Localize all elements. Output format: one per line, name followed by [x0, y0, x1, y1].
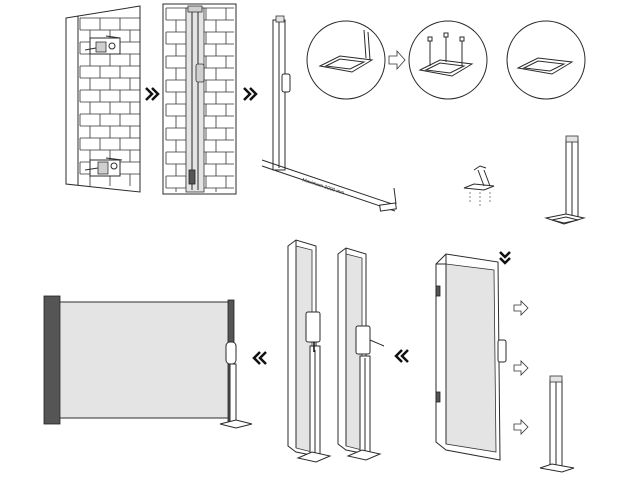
- wall-bracket-top: [84, 35, 121, 55]
- step-2-cassette-on-wall: [162, 3, 237, 195]
- step-screen-with-post-b: [337, 247, 385, 461]
- step-mount-screen-on-post: [435, 253, 507, 461]
- measurement-label: Maximum 3000 mm: [301, 177, 345, 196]
- wall-bracket-bottom: [84, 157, 123, 177]
- step-1-wall-brackets: [65, 5, 141, 193]
- anchor-screws: [427, 32, 465, 66]
- support-post-small: [539, 375, 575, 473]
- base-plate-detail-3: [506, 20, 586, 100]
- step-final-extended-screen: [43, 295, 253, 429]
- push-arrow-icon: [388, 49, 406, 71]
- step-screen-with-post-a: [287, 239, 332, 463]
- base-plate-detail-2-screws: [408, 20, 488, 100]
- base-plate-detail-1: [306, 20, 386, 100]
- double-chevron-left-icon: [394, 349, 409, 363]
- support-post-upright: [544, 135, 586, 225]
- push-arrow-icon: [513, 300, 529, 435]
- double-chevron-right-icon: [243, 87, 258, 101]
- double-chevron-left-icon: [252, 351, 267, 365]
- double-chevron-down-icon: [499, 251, 511, 265]
- ground-anchor-drilling: [463, 165, 495, 206]
- double-chevron-right-icon: [145, 87, 160, 101]
